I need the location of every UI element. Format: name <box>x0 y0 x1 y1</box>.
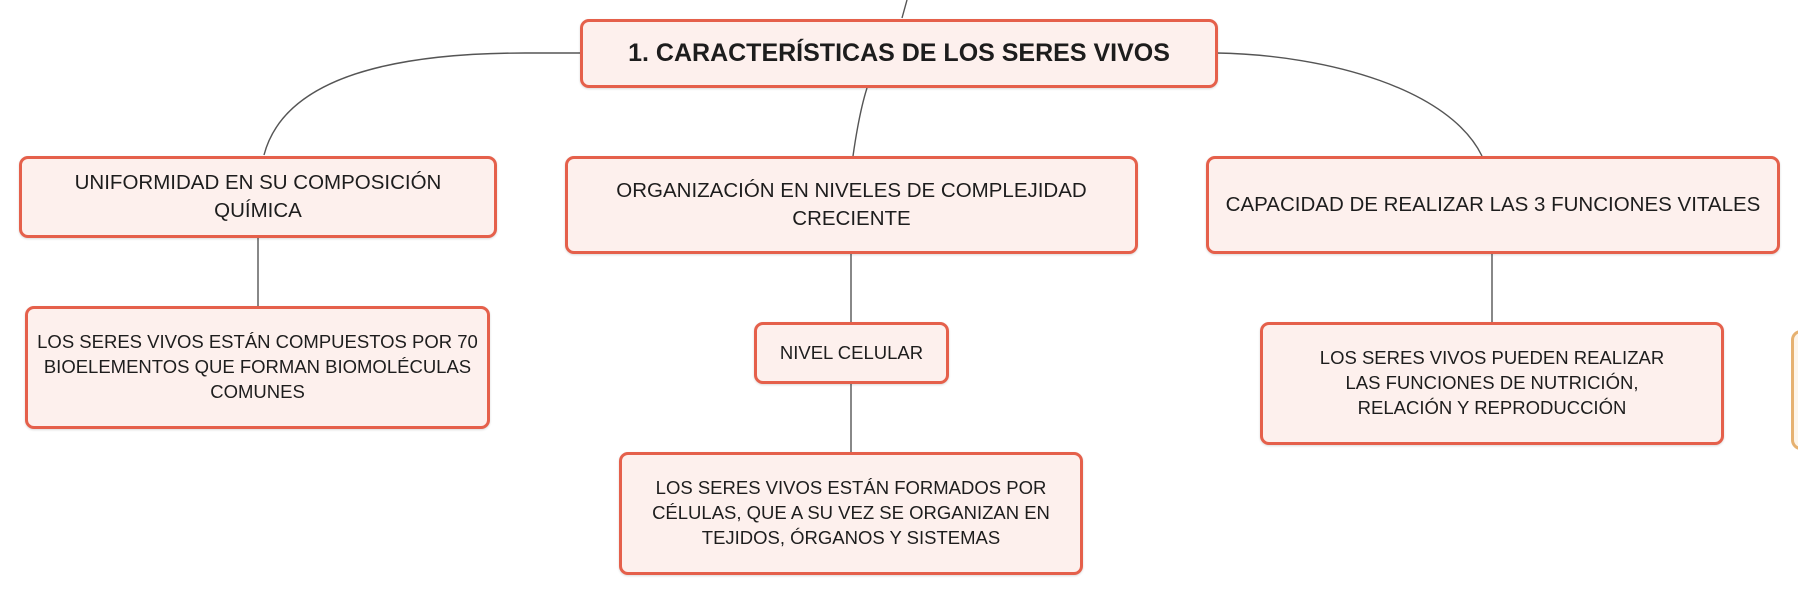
branch-node-funciones-vitales[interactable]: CAPACIDAD DE REALIZAR LAS 3 FUNCIONES VI… <box>1206 156 1780 254</box>
child-node-celulas-tejidos[interactable]: LOS SERES VIVOS ESTÁN FORMADOS POR CÉLUL… <box>619 452 1083 575</box>
branch-node-label: UNIFORMIDAD EN SU COMPOSICIÓN QUÍMICA <box>74 171 442 222</box>
child-node-label: LOS SERES VIVOS PUEDEN REALIZAR LAS FUNC… <box>1319 347 1665 418</box>
root-node-label: 1. CARACTERÍSTICAS DE LOS SERES VIVOS <box>628 38 1170 67</box>
child-node-nutricion-relacion[interactable]: LOS SERES VIVOS PUEDEN REALIZAR LAS FUNC… <box>1260 322 1724 445</box>
child-node-label: LOS SERES VIVOS ESTÁN COMPUESTOS POR 70 … <box>37 331 478 402</box>
child-node-nivel-celular[interactable]: NIVEL CELULAR <box>754 322 949 384</box>
branch-node-label: ORGANIZACIÓN EN NIVELES DE COMPLEJIDAD C… <box>616 179 1087 230</box>
connector-root-branch-2 <box>852 87 868 157</box>
connector-incoming-root <box>901 0 908 19</box>
branch-node-niveles-complejidad[interactable]: ORGANIZACIÓN EN NIVELES DE COMPLEJIDAD C… <box>565 156 1138 254</box>
offscreen-node-edge <box>1791 330 1798 450</box>
child-node-label: LOS SERES VIVOS ESTÁN FORMADOS POR CÉLUL… <box>652 477 1050 548</box>
root-node[interactable]: 1. CARACTERÍSTICAS DE LOS SERES VIVOS <box>580 19 1218 88</box>
child-node-bioelementos[interactable]: LOS SERES VIVOS ESTÁN COMPUESTOS POR 70 … <box>25 306 490 429</box>
branch-node-label: CAPACIDAD DE REALIZAR LAS 3 FUNCIONES VI… <box>1225 193 1761 217</box>
child-node-label: NIVEL CELULAR <box>779 341 924 363</box>
connector-root-branch-3 <box>1216 52 1483 157</box>
connector-root-branch-1 <box>263 52 580 156</box>
branch-node-composicion-quimica[interactable]: UNIFORMIDAD EN SU COMPOSICIÓN QUÍMICA <box>19 156 497 238</box>
